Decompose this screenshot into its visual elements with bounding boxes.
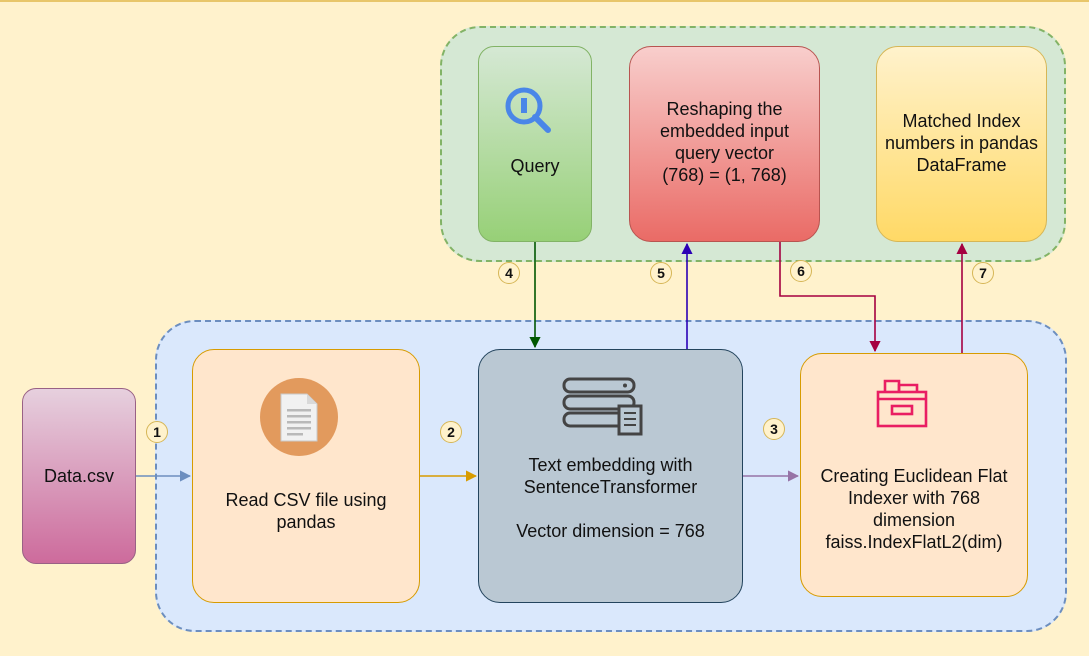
text-embedding-label: Text embedding with SentenceTransformer … [478,454,743,542]
query-label: Query [510,156,560,176]
reshape-line-1: Reshaping the [666,99,783,119]
step-2-badge: 2 [440,421,462,443]
index-line-1: Creating Euclidean Flat [820,466,1008,486]
top-border [0,0,1089,2]
server-database-icon [562,377,643,436]
step-7-badge: 7 [972,262,994,284]
document-icon [260,378,338,456]
step-5-badge: 5 [650,262,672,284]
query-node[interactable] [478,46,592,242]
reshape-label: Reshaping the embedded input query vecto… [629,98,820,186]
step-3-badge: 3 [763,418,785,440]
file-cabinet-icon [876,379,928,428]
edge-6 [779,242,881,353]
matched-line-2: numbers in pandas [884,133,1039,153]
embedding-line-1: Text embedding with [528,455,693,475]
embedding-dimension: Vector dimension = 768 [516,521,705,541]
faiss-index-node[interactable] [800,353,1028,597]
step-6-badge: 6 [790,260,812,282]
reshape-line-3: query vector [674,143,775,163]
reshape-line-4: (768) = (1, 768) [662,165,787,185]
step-4-badge: 4 [498,262,520,284]
index-line-4: faiss.IndexFlatL2(dim) [825,532,1003,552]
data-csv-label: Data.csv [43,465,115,486]
faiss-index-label: Creating Euclidean Flat Indexer with 768… [800,465,1028,553]
reshape-line-2: embedded input [659,121,790,141]
index-line-3: dimension [872,510,956,530]
matched-line-3: DataFrame [916,155,1007,175]
index-line-2: Indexer with 768 [847,488,981,508]
matched-index-node[interactable] [876,46,1047,242]
read-csv-label: Read CSV file using pandas [225,490,387,532]
embedding-line-2: SentenceTransformer [523,477,698,497]
matched-line-1: Matched Index [902,111,1021,131]
search-icon [505,87,551,133]
step-1-badge: 1 [146,421,168,443]
matched-index-label: Matched Index numbers in pandas DataFram… [876,110,1047,176]
reshape-node[interactable] [629,46,820,242]
data-csv-node[interactable]: Data.csv [22,388,136,564]
